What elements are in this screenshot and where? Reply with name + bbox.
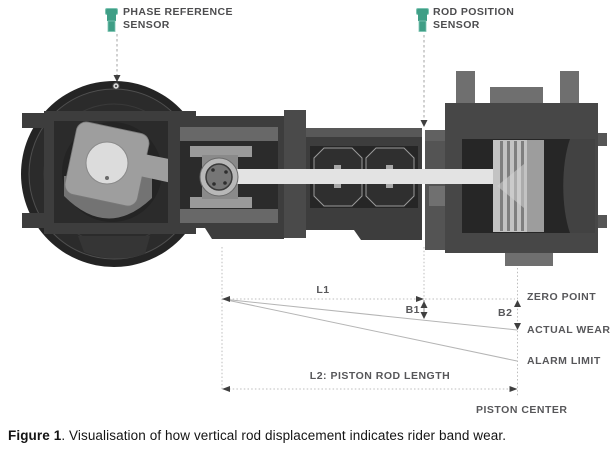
crankcase-lug-bottom xyxy=(22,213,50,228)
cylinder-stud-right xyxy=(560,71,579,105)
l2-arrow-right xyxy=(509,386,518,392)
dimension-diagram xyxy=(221,247,521,396)
alarm-limit-line xyxy=(221,298,518,362)
phase-reference-label-line1: PHASE REFERENCE xyxy=(123,6,233,18)
crosshead-pin xyxy=(205,163,233,191)
b2-arrow-down xyxy=(514,323,521,330)
l2-label: L2: PISTON ROD LENGTH xyxy=(309,370,451,382)
guide-foot xyxy=(205,228,284,239)
rod-position-label-line1: ROD POSITION xyxy=(433,6,515,18)
zero-point-label: ZERO POINT xyxy=(527,291,597,303)
b1-arrow-down xyxy=(420,312,428,319)
cylinder-nub-bottom xyxy=(598,215,607,228)
piston-center-label: PISTON CENTER xyxy=(476,404,568,416)
cylinder-flange-step xyxy=(429,186,445,206)
rod-sensor-arrow xyxy=(420,120,428,127)
figure-caption-number: Figure 1 xyxy=(8,428,62,443)
l1-arrow-right xyxy=(416,296,424,302)
sensor-pointers xyxy=(113,34,428,127)
phase-reference-label-line2: SENSOR xyxy=(123,18,170,31)
b2-arrow-up xyxy=(514,300,521,307)
b2-label: B2 xyxy=(498,307,513,319)
actual-wear-label: ACTUAL WEAR xyxy=(527,324,611,336)
rod-collar-2a xyxy=(386,165,393,169)
rod-position-sensor-icon xyxy=(416,8,429,32)
crank-pin xyxy=(85,141,129,185)
guide-slab-bottom xyxy=(180,209,278,223)
piston-right-face xyxy=(527,140,544,232)
cylinder-bottom-boss xyxy=(505,253,553,266)
pin-bolt-3 xyxy=(212,182,216,186)
phase-reference-sensor-label: PHASE REFERENCE SENSOR xyxy=(123,6,233,31)
crankcase-lug-top xyxy=(22,113,50,128)
b1-label: B1 xyxy=(405,304,420,316)
piston-highlight xyxy=(497,164,524,208)
rod-collar-1b xyxy=(334,184,341,188)
rod-collar-2b xyxy=(386,184,393,188)
phase-reference-sensor-icon xyxy=(105,8,118,32)
l1-label: L1 xyxy=(316,284,330,296)
distance-piece-top xyxy=(306,128,422,137)
alarm-limit-label: ALARM LIMIT xyxy=(527,355,601,367)
flywheel-bottom-hub xyxy=(78,236,150,259)
distance-piece-foot xyxy=(354,230,422,240)
cylinder-top-boss xyxy=(490,87,543,105)
l1-arrow-left xyxy=(222,296,230,302)
pin-bolt-4 xyxy=(223,181,227,185)
crosshead-shoe-top xyxy=(190,146,252,157)
rod-collar-1a xyxy=(334,165,341,169)
rod-position-label-line2: SENSOR xyxy=(433,18,480,31)
cylinder-flange-top xyxy=(425,130,445,141)
cylinder-head-wall xyxy=(563,139,595,233)
crank-pin-mark xyxy=(105,176,109,180)
pin-bolt-2 xyxy=(224,170,228,174)
phase-mark-center xyxy=(115,85,117,87)
figure-caption-text: . Visualisation of how vertical rod disp… xyxy=(61,428,507,443)
guide-slab-top xyxy=(180,127,278,141)
rod-position-sensor-label: ROD POSITION SENSOR xyxy=(433,6,514,31)
cylinder-stud-left xyxy=(456,71,475,105)
b1-arrow-up xyxy=(420,301,428,308)
figure-caption: Figure 1. Visualisation of how vertical … xyxy=(8,428,506,443)
crosshead-shoe-bottom xyxy=(190,197,252,208)
phase-sensor-arrow xyxy=(113,75,121,82)
cylinder-nub-top xyxy=(598,133,607,146)
l2-arrow-left xyxy=(222,386,230,392)
actual-wear-line xyxy=(221,298,518,331)
piston-rod xyxy=(236,169,495,184)
pin-bolt-1 xyxy=(211,168,215,172)
